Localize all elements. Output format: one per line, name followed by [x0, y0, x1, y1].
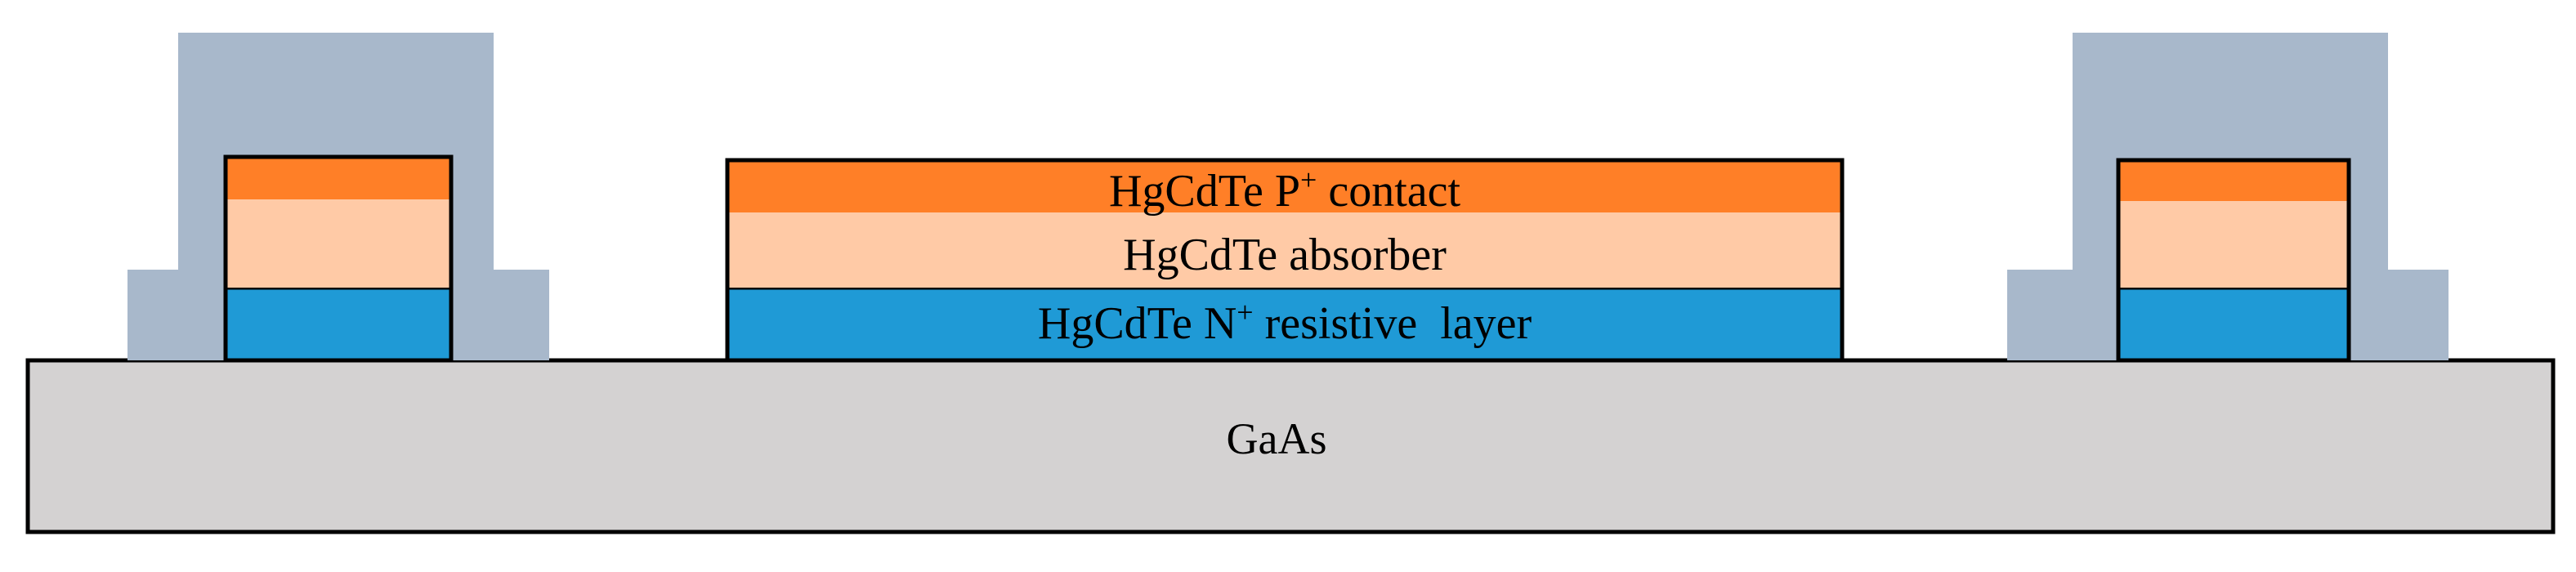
n-resistive-layer-label: HgCdTe N+ resistive layer	[1038, 296, 1532, 349]
right-contact-p-layer	[2118, 160, 2349, 201]
substrate-block	[25, 358, 2556, 534]
left-contact	[127, 33, 549, 363]
right-contact-stack-outline	[2116, 158, 2351, 363]
p-contact-label: HgCdTe P+ contact	[1109, 163, 1461, 217]
central-mesa: HgCdTe P+ contact HgCdTe absorber HgCdTe…	[725, 158, 1845, 363]
substrate-label: GaAs	[1227, 414, 1327, 463]
mesa-p-layer	[727, 160, 1842, 212]
substrate: GaAs	[25, 358, 2556, 534]
right-contact	[2007, 33, 2449, 363]
left-contact-n-layer	[223, 285, 454, 363]
mesa-outline	[725, 158, 1845, 363]
mesa-absorber-layer	[727, 212, 1842, 288]
left-contact-p-layer	[226, 157, 451, 199]
right-contact-absorber-layer	[2118, 201, 2349, 288]
right-contact-n-layer	[2116, 285, 2351, 363]
absorber-label: HgCdTe absorber	[1123, 230, 1447, 280]
left-contact-absorber-layer	[226, 199, 451, 288]
left-contact-stack-outline	[223, 154, 454, 363]
